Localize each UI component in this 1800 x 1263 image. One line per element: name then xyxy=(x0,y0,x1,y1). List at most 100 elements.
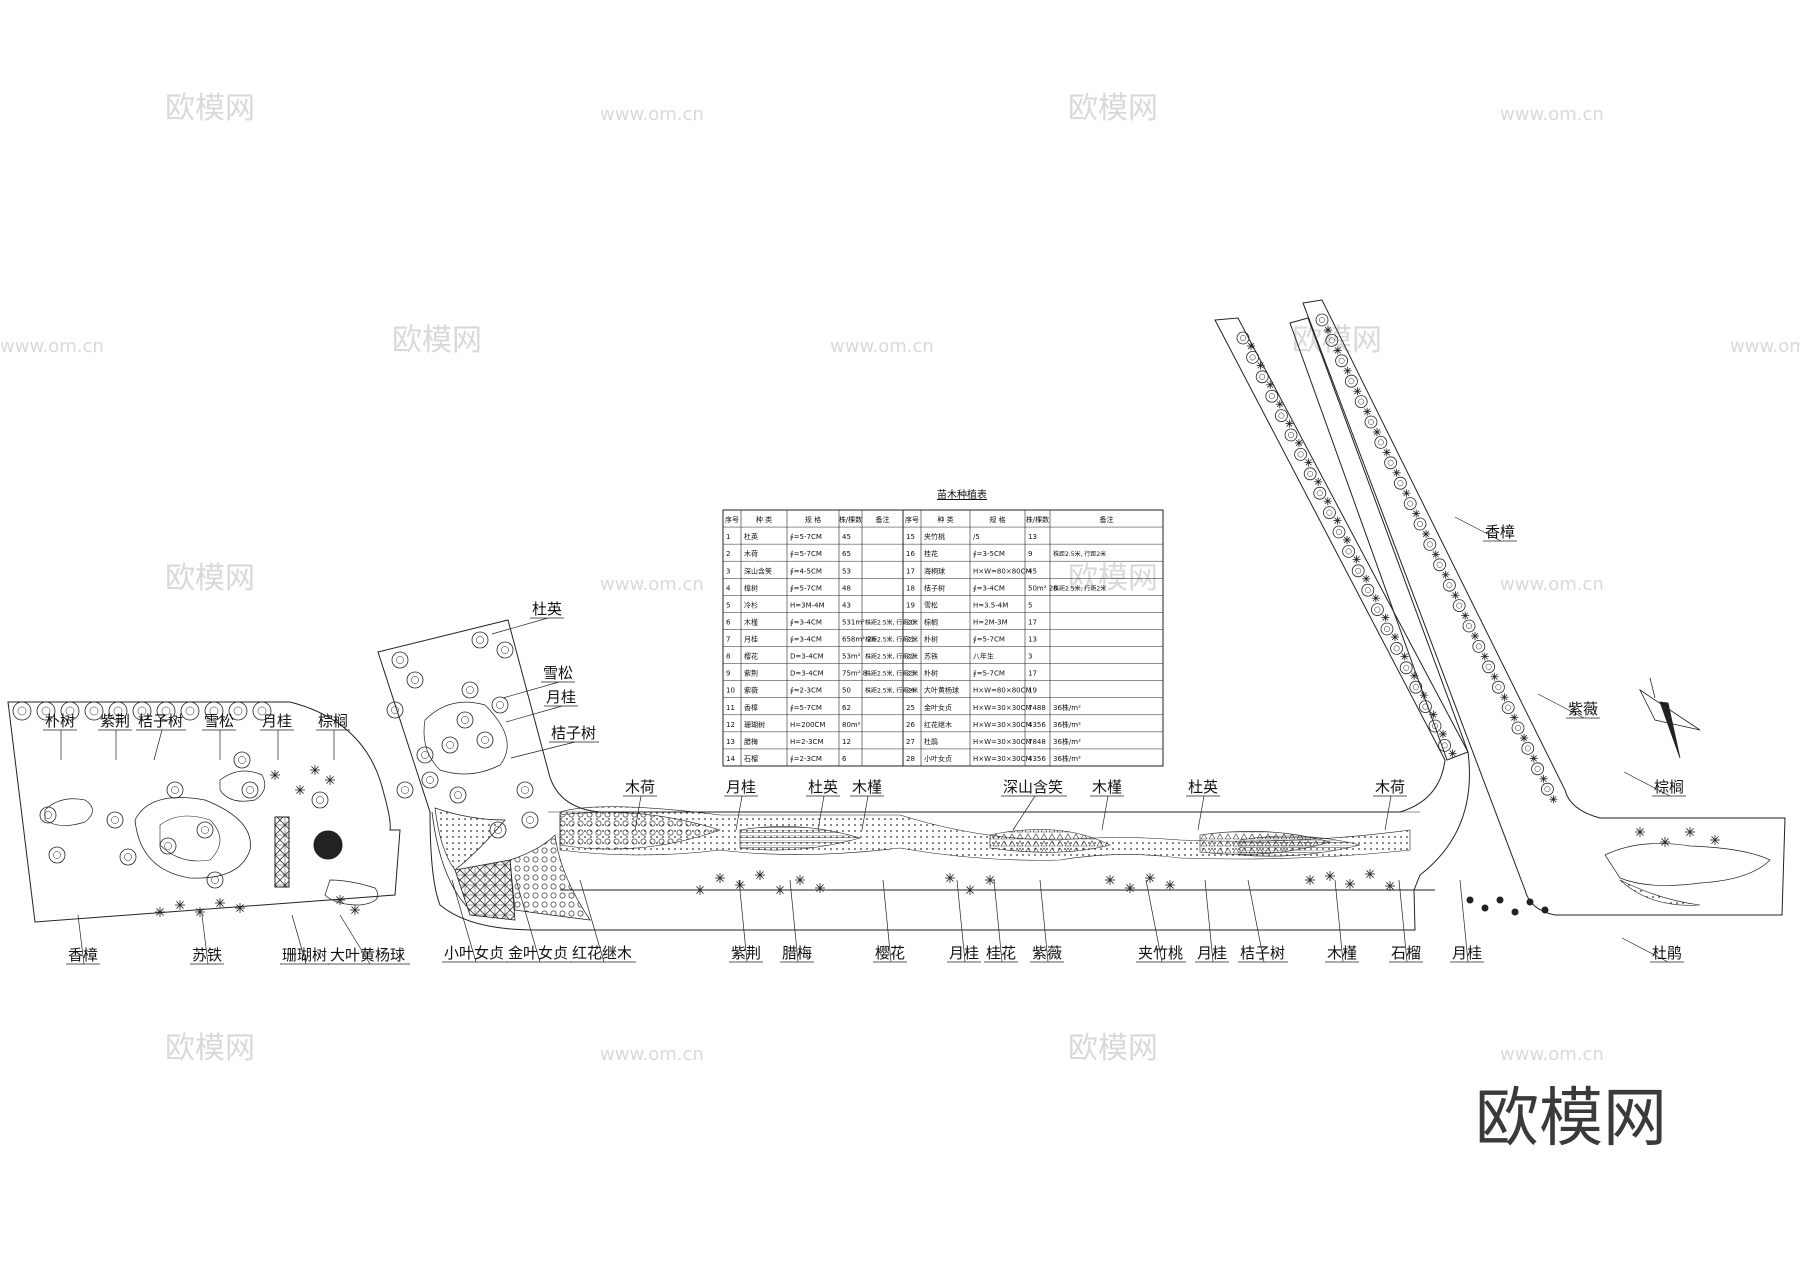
table-cell: 9 xyxy=(726,670,730,678)
tree-symbol-icon xyxy=(416,746,434,764)
plant-label: 月桂 xyxy=(1195,879,1229,963)
tree-symbol-icon xyxy=(132,701,152,721)
table-cell: 朴树 xyxy=(924,669,938,678)
palm-symbol-icon xyxy=(1441,570,1450,579)
tree-symbol-icon xyxy=(1472,640,1486,653)
palm-symbol-icon xyxy=(325,775,335,785)
palm-symbol-icon xyxy=(1422,530,1430,538)
plant-label: 红花继木 xyxy=(570,879,636,963)
palm-symbol-icon xyxy=(1710,835,1720,845)
table-cell: 8 xyxy=(726,653,730,661)
tree-symbol-icon xyxy=(106,811,124,829)
table-header-cell: 序号 xyxy=(725,515,739,524)
tree-symbol-icon xyxy=(1419,700,1432,713)
tree-symbol-icon xyxy=(441,736,459,754)
watermark-url: www.om.cn xyxy=(1730,336,1800,357)
table-cell: 苏铁 xyxy=(924,652,938,661)
palm-symbol-icon xyxy=(945,873,955,883)
plant-label: 木槿 xyxy=(850,778,884,831)
tree-symbol-icon xyxy=(1423,538,1437,551)
tree-symbol-icon xyxy=(1501,701,1515,714)
table-cell: 15 xyxy=(906,533,915,541)
tree-symbol-icon xyxy=(1413,517,1427,531)
plant-label: 杜英 xyxy=(1186,778,1220,831)
tree-symbol-icon xyxy=(206,871,224,889)
table-cell: 杜鹃 xyxy=(924,737,938,746)
tree-symbol-icon xyxy=(396,781,414,799)
tree-symbol-icon xyxy=(166,781,184,799)
plant-label: 雪松 xyxy=(502,664,575,699)
table-cell: ∮=3-5CM xyxy=(973,550,1005,558)
watermark-logo: 欧模网 xyxy=(165,1031,255,1066)
table-cell: D=3-4CM xyxy=(790,670,824,678)
table-cell: 9 xyxy=(1028,550,1032,558)
palm-symbol-icon xyxy=(755,870,765,880)
tree-symbol-icon xyxy=(60,701,80,721)
tree-symbol-icon xyxy=(1409,680,1423,694)
table-cell: 13 xyxy=(726,738,735,746)
palm-symbol-icon xyxy=(1448,749,1457,758)
table-cell: 43 xyxy=(842,601,851,609)
plant-label: 紫荆 xyxy=(729,879,763,963)
plant-label: 棕榈 xyxy=(1623,771,1686,797)
table-cell: 65 xyxy=(842,550,851,558)
table-cell: 大叶黄杨球 xyxy=(924,686,959,695)
palm-symbol-icon xyxy=(1402,489,1411,498)
tree-symbol-icon xyxy=(496,641,514,659)
tree-symbol-icon xyxy=(1361,583,1375,597)
table-cell: 2 xyxy=(726,550,730,558)
svg-text:朴树: 朴树 xyxy=(45,712,75,730)
palm-symbol-icon xyxy=(215,898,225,908)
table-cell: 13 xyxy=(1028,636,1037,644)
plant-label: 朴树 xyxy=(43,712,77,760)
tree-symbol-icon xyxy=(421,771,439,789)
palm-symbol-icon xyxy=(1439,730,1447,738)
table-cell: H=200CM xyxy=(790,721,825,729)
palm-symbol-icon xyxy=(1500,693,1509,702)
table-cell: 531m² xyxy=(842,618,865,626)
tree-symbol-icon xyxy=(391,651,409,669)
palm-symbol-icon xyxy=(715,873,725,883)
tree-symbol-icon xyxy=(1374,435,1388,449)
palm-symbol-icon xyxy=(1285,419,1294,428)
tree-symbol-icon xyxy=(1294,447,1307,461)
palm-symbol-icon xyxy=(1382,448,1391,457)
left-planting-area xyxy=(7,701,401,923)
table-cell: 19 xyxy=(906,601,915,609)
table-cell: 20 xyxy=(906,618,915,626)
plant-label: 紫薇 xyxy=(1030,879,1064,963)
palm-symbol-icon xyxy=(1105,875,1115,885)
plant-label: 月桂 xyxy=(724,778,758,831)
table-cell: 株距2.5米, 行距2米 xyxy=(865,636,918,644)
svg-text:紫荆: 紫荆 xyxy=(100,712,130,730)
table-cell: 80m² xyxy=(842,721,861,729)
tree-symbol-icon xyxy=(233,751,251,769)
watermark-url: www.om.cn xyxy=(1500,104,1604,125)
plant-label: 杜英 xyxy=(491,600,564,635)
table-cell: 深山含笑 xyxy=(744,566,772,575)
table-title: 苗木种植表 xyxy=(937,488,987,501)
tree-symbol-icon xyxy=(1428,719,1442,733)
svg-text:香樟: 香樟 xyxy=(1485,523,1515,541)
palm-symbol-icon xyxy=(1480,652,1489,661)
table-cell: 樟树 xyxy=(744,583,758,592)
table-cell: 7488 xyxy=(1028,704,1046,712)
palm-symbol-icon xyxy=(1325,871,1335,881)
palm-symbol-icon xyxy=(1352,555,1361,564)
watermark-logo: 欧模网 xyxy=(1292,323,1382,358)
table-cell: 21 xyxy=(906,636,915,644)
tree-symbol-icon xyxy=(84,701,104,721)
table-cell: 珊瑚树 xyxy=(744,720,765,729)
palm-symbol-icon xyxy=(1343,536,1351,544)
table-cell: 26 xyxy=(906,721,915,729)
palm-symbol-icon xyxy=(1400,652,1409,661)
table-cell: 腊梅 xyxy=(744,737,758,746)
table-cell: 3 xyxy=(1028,653,1032,661)
tree-symbol-icon xyxy=(1399,661,1413,675)
plant-label: 木槿 xyxy=(1325,879,1359,963)
palm-symbol-icon xyxy=(1510,713,1519,722)
watermark-logo: 欧模网 xyxy=(1068,1031,1158,1066)
table-cell: 17 xyxy=(1028,618,1037,626)
plant-label: 木荷 xyxy=(623,778,657,831)
table-cell: ∮=5-7CM xyxy=(973,670,1005,678)
